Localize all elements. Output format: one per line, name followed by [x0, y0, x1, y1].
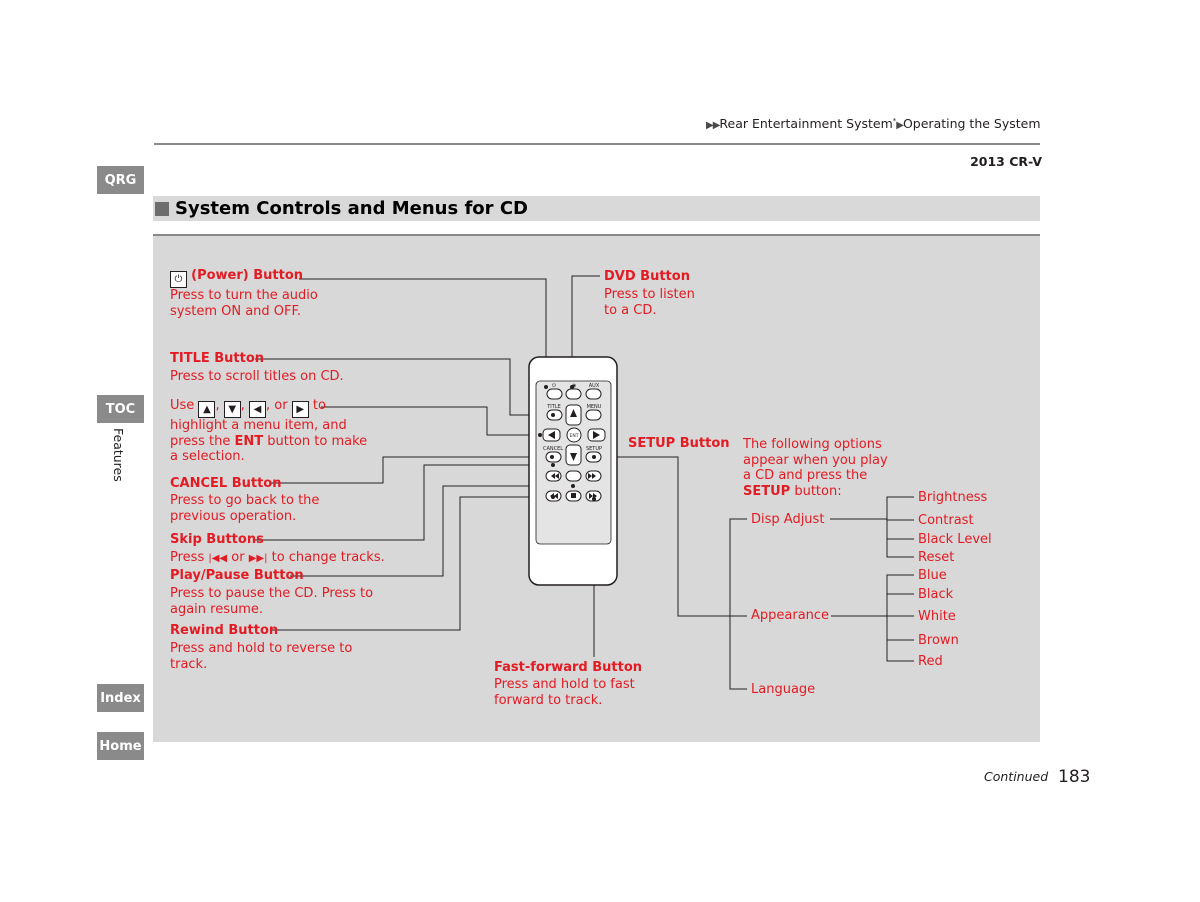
- remote-control: ⏻ ◉ AUX TITLE MENU ENT CANCEL SETUP: [528, 356, 618, 586]
- setup-word: SETUP: [743, 483, 791, 499]
- menu-black: Black: [918, 587, 954, 602]
- toc-button[interactable]: TOC: [97, 395, 144, 423]
- setup-desc: The following options appear when you pl…: [743, 437, 888, 499]
- qrg-button[interactable]: QRG: [97, 166, 144, 194]
- breadcrumb-separator: ▶: [896, 120, 904, 131]
- title-button-desc: Press to scroll titles on CD.: [170, 369, 344, 384]
- optional-star: *: [892, 116, 897, 125]
- up-arrow-icon: ▲: [198, 401, 216, 418]
- skip-desc: Press |◀◀ or ▶▶| to change tracks.: [170, 550, 385, 567]
- section-heading: System Controls and Menus for CD: [153, 196, 1040, 221]
- use-sep2: ,: [240, 398, 245, 413]
- section-tab-label: Features: [111, 428, 126, 482]
- use-line3c: button to make: [267, 433, 368, 449]
- play-title: Play/Pause Button: [170, 568, 304, 583]
- setup-desc-line2: appear when you play: [743, 452, 888, 468]
- use-ent-word: ENT: [234, 433, 264, 449]
- remote-aux-label: AUX: [589, 383, 600, 389]
- use-line2: highlight a menu item, and: [170, 418, 347, 433]
- breadcrumb-part2[interactable]: Operating the System: [902, 116, 1041, 131]
- skip-desc-or: or: [231, 550, 245, 565]
- use-line4: a selection.: [170, 449, 245, 464]
- menu-black-level: Black Level: [918, 532, 992, 547]
- heading-square-icon: [155, 201, 169, 216]
- down-arrow-icon: ▼: [223, 401, 241, 418]
- cancel-title: CANCEL Button: [170, 476, 282, 491]
- header-rule: [154, 143, 1040, 145]
- remote-title-label: TITLE: [546, 404, 561, 410]
- menu-white: White: [918, 609, 956, 624]
- page-number: 183: [1058, 767, 1091, 787]
- use-or: , or: [266, 398, 288, 413]
- skip-title: Skip Buttons: [170, 532, 264, 547]
- power-desc: Press to turn the audio system ON and OF…: [170, 288, 318, 319]
- skip-desc-b: to change tracks.: [271, 550, 385, 565]
- rewind-desc-line2: track.: [170, 656, 208, 672]
- menu-reset: Reset: [918, 550, 955, 565]
- play-desc: Press to pause the CD. Press to again re…: [170, 586, 373, 617]
- menu-brown: Brown: [918, 633, 959, 648]
- power-desc-line2: system ON and OFF.: [170, 303, 302, 319]
- menu-blue: Blue: [918, 568, 947, 583]
- skip-desc-a: Press: [170, 550, 205, 565]
- menu-brightness: Brightness: [918, 490, 988, 505]
- power-desc-line1: Press to turn the audio: [170, 288, 318, 303]
- setup-desc-line1: The following options: [743, 437, 882, 452]
- remote-power-label: ⏻: [552, 383, 556, 389]
- use-line3a: press the: [170, 433, 231, 449]
- right-arrow-icon: ▶: [291, 401, 309, 418]
- dvd-desc: Press to listen to a CD.: [604, 287, 695, 318]
- use-sep1: ,: [215, 398, 220, 413]
- left-arrow-icon: ◀: [249, 401, 266, 418]
- use-word: Use: [170, 398, 195, 413]
- remote-ent-label: ENT: [570, 433, 579, 439]
- setup-title: SETUP Button: [628, 436, 730, 451]
- menu-contrast: Contrast: [918, 513, 974, 528]
- use-arrows-callout: Use ▲, ▼, ◀, or ▶ to highlight a menu it…: [170, 398, 367, 465]
- play-desc-line2: again resume.: [170, 601, 264, 617]
- setup-desc-line3: a CD and press the: [743, 468, 868, 483]
- dvd-desc-line1: Press to listen: [604, 287, 695, 302]
- power-icon: ⏻: [170, 271, 187, 288]
- home-button[interactable]: Home: [97, 732, 144, 760]
- rewind-title: Rewind Button: [170, 623, 279, 638]
- menu-appearance: Appearance: [751, 608, 830, 623]
- remote-setup-label: SETUP: [586, 446, 602, 452]
- ff-title: Fast-forward Button: [494, 660, 643, 675]
- menu-language: Language: [751, 682, 816, 697]
- title-button-title: TITLE Button: [170, 351, 265, 366]
- section-title: System Controls and Menus for CD: [175, 198, 528, 219]
- breadcrumb-part1[interactable]: Rear Entertainment System: [719, 116, 893, 131]
- breadcrumb-arrows: ▶▶: [706, 120, 720, 131]
- power-callout: ⏻ (Power) Button: [170, 268, 303, 288]
- power-title: (Power) Button: [191, 268, 304, 283]
- menu-red: Red: [918, 654, 943, 669]
- dvd-title: DVD Button: [604, 269, 690, 284]
- ff-desc-line1: Press and hold to fast: [494, 677, 635, 692]
- continued-label: Continued: [984, 769, 1049, 784]
- remote-cancel-label: CANCEL: [543, 446, 563, 452]
- rewind-desc-line1: Press and hold to reverse to: [170, 641, 353, 656]
- remote-dvd-label: ◉: [572, 383, 576, 389]
- model-label: 2013 CR-V: [970, 154, 1042, 169]
- rewind-desc: Press and hold to reverse to track.: [170, 641, 352, 672]
- menu-disp-adjust: Disp Adjust: [751, 512, 825, 527]
- ff-desc-line2: forward to track.: [494, 692, 603, 708]
- cancel-desc-line1: Press to go back to the: [170, 493, 320, 508]
- dvd-desc-line2: to a CD.: [604, 302, 657, 318]
- ff-desc: Press and hold to fast forward to track.: [494, 677, 635, 708]
- skip-forward-icon: ▶▶|: [248, 553, 268, 564]
- breadcrumb: ▶▶Rear Entertainment System*▶Operating t…: [706, 116, 1041, 131]
- setup-desc-line4: button:: [794, 483, 842, 499]
- use-to: to: [312, 398, 326, 413]
- skip-back-icon: |◀◀: [208, 553, 228, 564]
- cancel-desc-line2: previous operation.: [170, 508, 297, 524]
- cancel-desc: Press to go back to the previous operati…: [170, 493, 319, 524]
- index-button[interactable]: Index: [97, 684, 144, 712]
- remote-menu-label: MENU: [587, 404, 602, 410]
- play-desc-line1: Press to pause the CD. Press to: [170, 586, 374, 601]
